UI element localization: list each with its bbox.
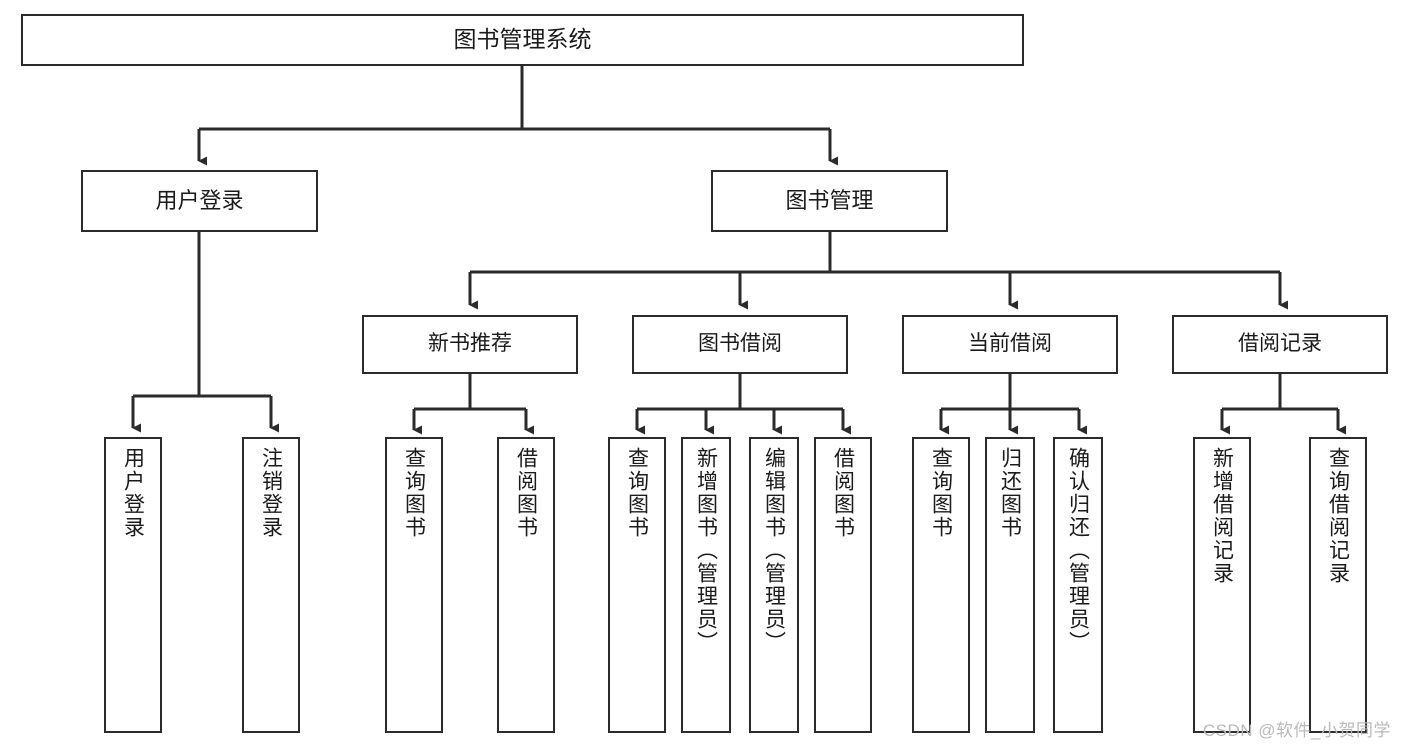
node-root-system[interactable]: 图书管理系统 — [21, 14, 1024, 66]
leaf-recommend-borrow-book[interactable]: 借阅图书 — [497, 437, 555, 733]
leaf-borrow-add-book-admin[interactable]: 新增图书（管理员） — [681, 437, 731, 733]
node-label: 借阅图书 — [514, 447, 538, 539]
node-label: 当前借阅 — [968, 332, 1052, 356]
leaf-recommend-query-book[interactable]: 查询图书 — [385, 437, 443, 733]
node-label: 图书管理系统 — [453, 26, 592, 53]
leaf-record-query-record[interactable]: 查询借阅记录 — [1309, 437, 1367, 733]
node-label: 确认归还（管理员） — [1066, 447, 1090, 654]
node-label: 查询借阅记录 — [1326, 447, 1350, 585]
leaf-record-add-record[interactable]: 新增借阅记录 — [1193, 437, 1251, 733]
node-label: 图书管理 — [785, 188, 874, 214]
node-label: 查询图书 — [929, 447, 953, 539]
node-new-book-recommend[interactable]: 新书推荐 — [362, 315, 578, 374]
node-label: 注销登录 — [259, 447, 283, 539]
leaf-borrow-query-book[interactable]: 查询图书 — [608, 437, 666, 733]
node-label: 用户登录 — [121, 447, 145, 539]
node-label: 借阅记录 — [1238, 332, 1322, 356]
leaf-user-login-login[interactable]: 用户登录 — [104, 437, 162, 733]
node-label: 新增借阅记录 — [1210, 447, 1234, 585]
node-label: 查询图书 — [625, 447, 649, 539]
node-label: 新增图书（管理员） — [694, 447, 718, 654]
leaf-user-login-logout[interactable]: 注销登录 — [242, 437, 300, 733]
leaf-current-confirm-return-admin[interactable]: 确认归还（管理员） — [1053, 437, 1103, 733]
leaf-current-query-book[interactable]: 查询图书 — [912, 437, 970, 733]
node-label: 归还图书 — [998, 447, 1022, 539]
node-label: 图书借阅 — [698, 332, 782, 356]
node-label: 新书推荐 — [428, 332, 512, 356]
leaf-borrow-edit-book-admin[interactable]: 编辑图书（管理员） — [749, 437, 799, 733]
node-label: 用户登录 — [155, 188, 244, 214]
node-label: 借阅图书 — [831, 447, 855, 539]
node-label: 查询图书 — [402, 447, 426, 539]
node-label: 编辑图书（管理员） — [762, 447, 786, 654]
node-user-login[interactable]: 用户登录 — [81, 170, 318, 232]
node-borrow-record[interactable]: 借阅记录 — [1172, 315, 1388, 374]
node-book-management[interactable]: 图书管理 — [711, 170, 948, 232]
node-book-borrow[interactable]: 图书借阅 — [632, 315, 848, 374]
leaf-current-return-book[interactable]: 归还图书 — [985, 437, 1035, 733]
leaf-borrow-borrow-book[interactable]: 借阅图书 — [814, 437, 872, 733]
node-current-borrow[interactable]: 当前借阅 — [902, 315, 1118, 374]
